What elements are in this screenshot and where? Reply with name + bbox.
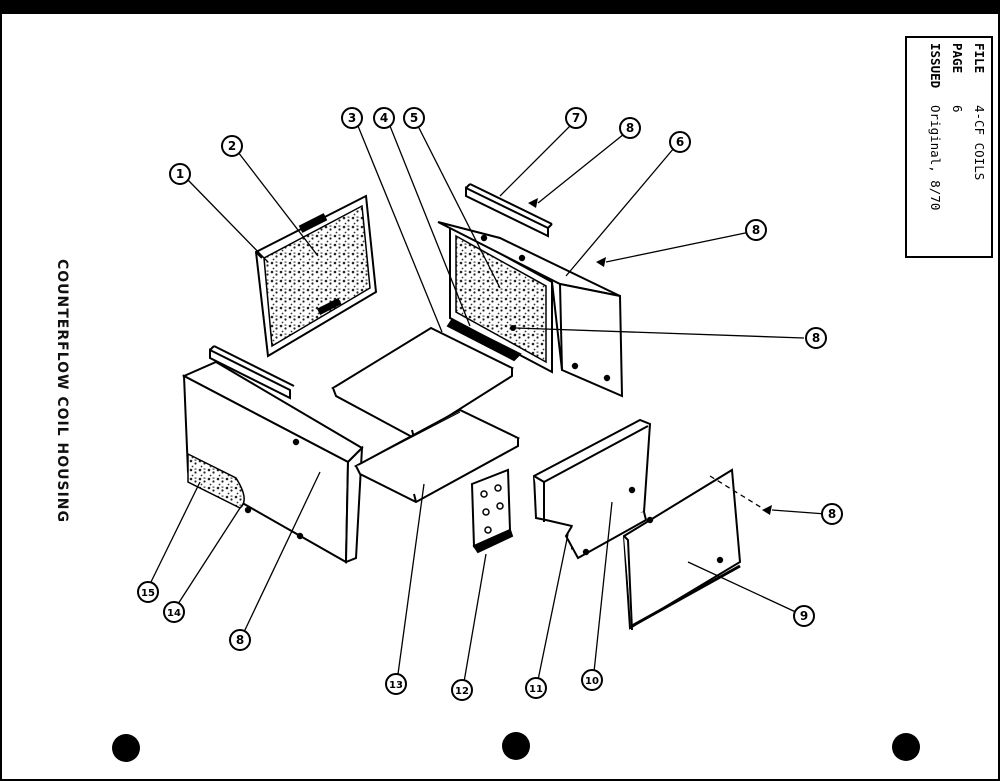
callout-c11: 11 [525,677,547,699]
leader-lines [149,125,827,683]
callout-c8e: 8 [229,629,251,651]
callout-circle [619,117,641,139]
callout-c8d: 8 [821,503,843,525]
callout-number: 8 [236,633,244,647]
angle-strip-left [209,345,295,400]
callout-number: 11 [529,684,543,695]
callout-c12: 12 [451,679,473,701]
callout-circle [793,605,815,627]
callout-circle [385,673,407,695]
callout-number: 6 [676,135,684,149]
callout-number: 8 [752,223,760,237]
callout-c5: 5 [403,107,425,129]
callout-circle [229,629,251,651]
registration-dot-center [502,732,530,760]
callout-c10: 10 [581,669,603,691]
front-access-panel [532,418,652,560]
callout-c1: 1 [169,163,191,185]
callout-number: 3 [348,111,356,125]
callout-circle [669,131,691,153]
callout-circle [821,503,843,525]
mounting-bracket [470,468,514,554]
callout-number: 8 [626,121,634,135]
callout-circle [373,107,395,129]
callout-number: 7 [572,111,580,125]
angle-strip-top [465,183,553,238]
filter-panel-left [254,194,378,358]
drain-pan [353,408,521,504]
callout-number: 12 [455,686,469,697]
callout-number: 9 [800,609,808,623]
callout-c8b: 8 [745,219,767,241]
registration-dot-right [892,733,920,761]
callout-circle [341,107,363,129]
file-info-box: FILE4-CF COILS PAGE6 ISSUEDOriginal, 8/7… [905,36,993,258]
callout-circle [169,163,191,185]
callout-number: 5 [410,111,418,125]
callout-c4: 4 [373,107,395,129]
callout-circle [137,581,159,603]
callout-number: 10 [585,676,599,687]
callout-c8a: 8 [619,117,641,139]
callout-c8c: 8 [805,327,827,349]
callout-c7: 7 [565,107,587,129]
callout-c15: 15 [137,581,159,603]
callout-circle [745,219,767,241]
callout-circle [525,677,547,699]
registration-marks [112,732,920,762]
callout-circle [221,135,243,157]
registration-dot-left [112,734,140,762]
callout-number: 14 [167,608,181,619]
callout-circle [581,669,603,691]
callout-c14: 14 [163,601,185,623]
callout-circle [163,601,185,623]
callout-circle [403,107,425,129]
callout-c6: 6 [669,131,691,153]
callout-number: 8 [812,331,820,345]
top-cover-panel [437,221,624,398]
callout-circle [805,327,827,349]
cover-panel-right [622,468,742,631]
callout-c9: 9 [793,605,815,627]
callout-number: 15 [141,588,155,599]
left-housing-side [181,360,364,564]
callout-c2: 2 [221,135,243,157]
callout-number: 8 [828,507,836,521]
callout-number: 4 [380,111,388,125]
callout-circle [565,107,587,129]
callout-number: 13 [389,680,403,691]
callout-number: 1 [176,167,184,181]
callout-circle [451,679,473,701]
callout-c13: 13 [385,673,407,695]
callout-c3: 3 [341,107,363,129]
callout-number: 2 [228,139,236,153]
